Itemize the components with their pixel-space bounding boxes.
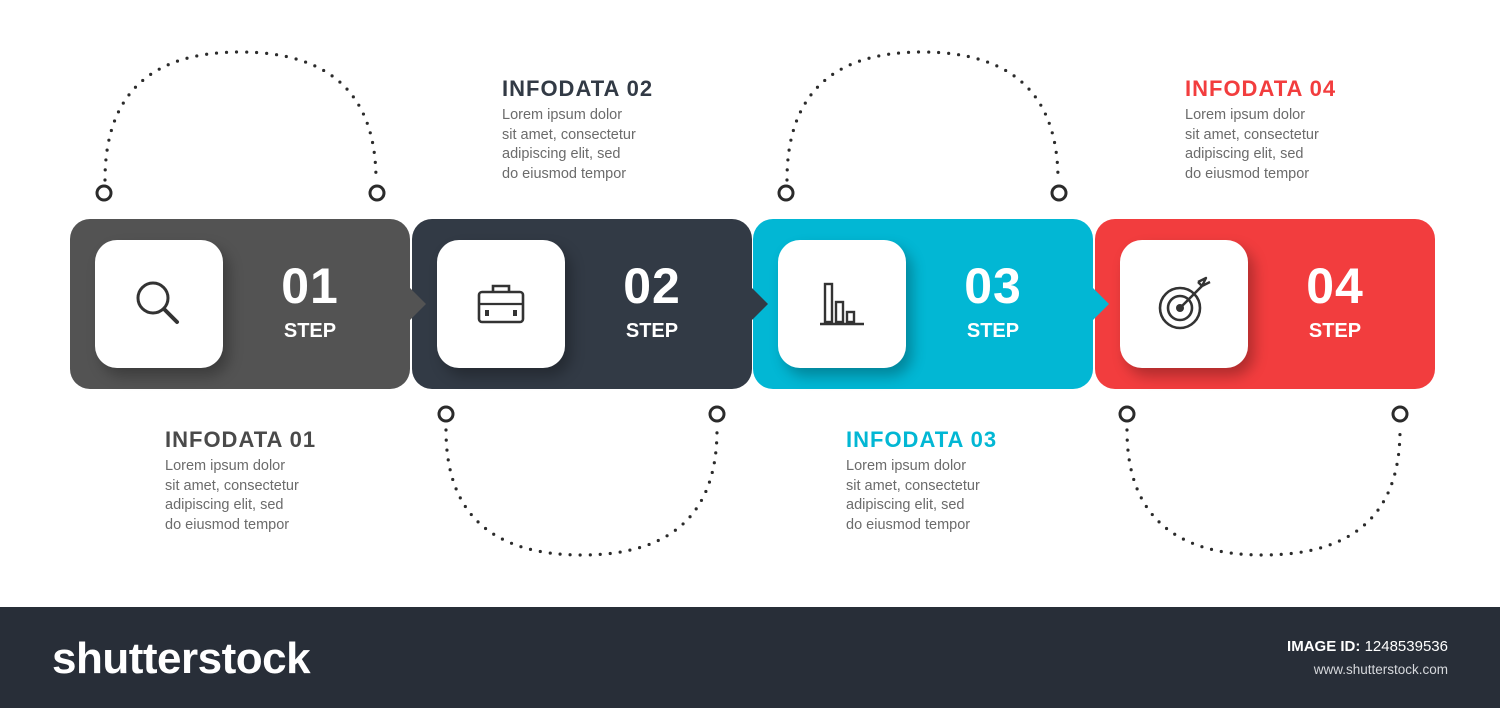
target-icon [1158, 276, 1211, 330]
arc-top-3 [785, 50, 1060, 182]
info-text-line: Lorem ipsum dolor [1185, 107, 1306, 123]
step-label: STEP [1308, 320, 1362, 342]
info-text-line: sit amet, consectetur [1185, 126, 1319, 143]
step-block-3: 03 STEP [753, 219, 1109, 389]
footer-bar: shutterstock IMAGE ID: 1248539536 www.sh… [0, 607, 1500, 708]
info-text-line: sit amet, consectetur [846, 477, 980, 494]
info-title: INFODATA 01 [165, 427, 317, 452]
image-id: IMAGE ID: 1248539536 [1287, 637, 1448, 657]
step-label: STEP [283, 320, 337, 342]
image-id-label: IMAGE ID: [1287, 638, 1361, 655]
info-text-line: Lorem ipsum dolor [502, 107, 623, 123]
infographic: 01 STEP 02 STEP 03 ST [70, 50, 1435, 557]
bar-chart-icon [820, 282, 864, 326]
step-arrow [752, 288, 768, 320]
brand-logo[interactable]: shutterstock [52, 634, 311, 683]
step-number: 02 [623, 258, 681, 314]
info-text-line: sit amet, consectetur [165, 477, 299, 494]
node-circle [437, 405, 455, 423]
briefcase-icon [477, 284, 525, 324]
info-block-4: INFODATA 04 Lorem ipsum dolor sit amet, … [1185, 76, 1405, 184]
info-text-line: sit amet, consectetur [502, 126, 636, 143]
step-number: 04 [1306, 258, 1364, 314]
info-text-line: adipiscing elit, sed [165, 497, 284, 513]
info-title: INFODATA 02 [502, 76, 654, 101]
info-text-line: adipiscing elit, sed [1185, 146, 1304, 162]
image-id-value: 1248539536 [1364, 638, 1448, 655]
info-text-line: do eiusmod tempor [502, 165, 627, 182]
magnifier-icon [136, 281, 179, 324]
step-block-4: 04 STEP [1095, 219, 1435, 389]
node-circle [1118, 405, 1136, 423]
info-text-line: Lorem ipsum dolor [846, 458, 967, 474]
info-text-line: do eiusmod tempor [165, 516, 290, 533]
info-block-3: INFODATA 03 Lorem ipsum dolor sit amet, … [846, 427, 1066, 535]
dotted-connector-arcs [95, 50, 1409, 557]
step-label: STEP [625, 320, 679, 342]
step-label: STEP [966, 320, 1020, 342]
icon-card [1120, 240, 1248, 368]
step-number: 01 [281, 258, 339, 314]
info-text-line: do eiusmod tempor [1185, 165, 1310, 182]
arc-bottom-4 [1125, 428, 1402, 557]
info-text-line: Lorem ipsum dolor [165, 458, 286, 474]
info-block-2: INFODATA 02 Lorem ipsum dolor sit amet, … [502, 76, 722, 184]
node-circle [1050, 184, 1068, 202]
arc-top-1 [103, 50, 378, 182]
site-url[interactable]: www.shutterstock.com [1313, 662, 1448, 677]
step-arrow [1093, 288, 1109, 320]
step-arrow [410, 288, 426, 320]
info-text-line: do eiusmod tempor [846, 516, 971, 533]
icon-card [437, 240, 565, 368]
icon-card [778, 240, 906, 368]
node-circle [368, 184, 386, 202]
arc-bottom-2 [444, 428, 719, 557]
info-text-line: adipiscing elit, sed [502, 146, 621, 162]
node-circle [777, 184, 795, 202]
info-text-line: adipiscing elit, sed [846, 497, 965, 513]
step-number: 03 [964, 258, 1022, 314]
node-circle [95, 184, 113, 202]
step-block-2: 02 STEP [412, 219, 768, 389]
info-block-1: INFODATA 01 Lorem ipsum dolor sit amet, … [165, 427, 385, 535]
node-circle [1391, 405, 1409, 423]
step-block-1: 01 STEP [70, 219, 426, 389]
node-circle [708, 405, 726, 423]
info-title: INFODATA 03 [846, 427, 998, 452]
icon-card [95, 240, 223, 368]
info-title: INFODATA 04 [1185, 76, 1337, 101]
